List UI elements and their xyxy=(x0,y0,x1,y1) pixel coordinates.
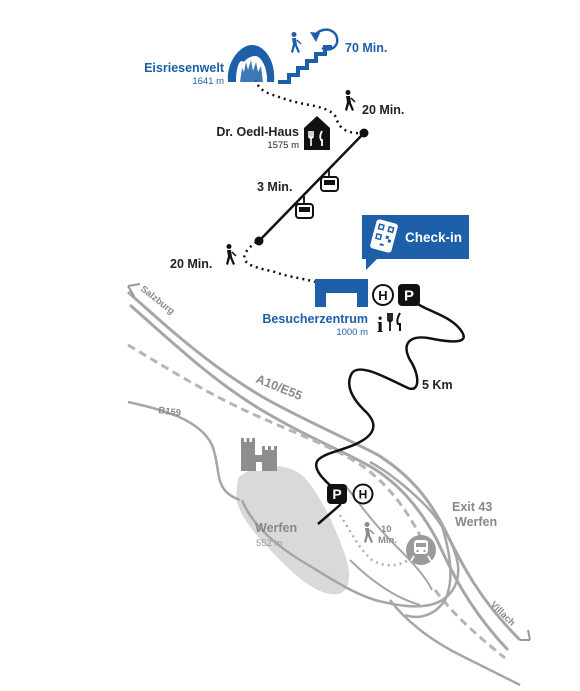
bus-stop-icon-lower: H xyxy=(352,483,374,505)
parking-letter-lower: P xyxy=(332,486,341,502)
parking-icon-lower: P xyxy=(327,484,347,504)
villach-arrow xyxy=(520,629,531,641)
cable-car-time: 3 Min. xyxy=(257,180,292,194)
werfen-elevation: 552 m xyxy=(256,538,282,549)
info-letter: i xyxy=(377,312,383,337)
parking-letter: P xyxy=(404,288,414,305)
salzburg-label: Salzburg xyxy=(138,284,177,317)
base-roads xyxy=(126,290,522,687)
eisriesenwelt-elevation: 1641 m xyxy=(192,76,224,87)
local-road-east xyxy=(389,599,521,687)
upper-walk-time: 20 Min. xyxy=(362,103,404,117)
werfen-name: Werfen xyxy=(255,521,297,535)
exit-label-line1: Exit 43 xyxy=(452,500,492,514)
werfen-town-area xyxy=(236,466,350,595)
cable-car-line xyxy=(258,132,365,242)
bus-stop-icon: H xyxy=(372,284,394,306)
oedl-haus-elevation: 1575 m xyxy=(267,140,299,151)
b159-label: B159 xyxy=(158,405,182,419)
lower-footpath xyxy=(243,239,317,284)
bus-letter-lower: H xyxy=(359,488,368,502)
cable-car-station-upper xyxy=(359,128,369,138)
lower-walk-time: 20 Min. xyxy=(170,257,212,271)
villach-label: Villach xyxy=(488,599,517,628)
hiker-icon xyxy=(345,90,356,111)
cable-car-station-lower xyxy=(254,236,264,246)
oedl-haus-name: Dr. Oedl-Haus xyxy=(216,125,299,139)
parking-icon: P xyxy=(398,284,420,306)
railway-south xyxy=(433,589,506,660)
besucherzentrum-name: Besucherzentrum xyxy=(262,312,368,326)
railway xyxy=(127,343,427,546)
station-walk-time-unit: Min. xyxy=(378,535,397,546)
salzburg-arrow xyxy=(127,283,141,297)
hiker-icon xyxy=(226,244,237,265)
road-distance-label: 5 Km xyxy=(422,378,453,392)
restaurant-icon xyxy=(304,116,330,150)
return-arrow-icon xyxy=(310,28,339,51)
cable-car-icon xyxy=(295,196,314,219)
exit-label-line2: Werfen xyxy=(455,515,497,529)
station-walkway xyxy=(338,514,409,567)
visitor-center-icon xyxy=(315,279,368,307)
cable-car-icon xyxy=(320,169,339,192)
stairs-icon xyxy=(278,45,332,84)
access-road xyxy=(314,298,465,525)
qr-phone-icon xyxy=(370,219,398,253)
restaurant-icon xyxy=(387,312,401,331)
checkin-badge[interactable]: Check-in xyxy=(362,215,469,270)
besucherzentrum-elevation: 1000 m xyxy=(336,327,368,338)
hiker-icon xyxy=(364,522,375,543)
station-walk-time-num: 10 xyxy=(381,524,392,535)
local-road-lower xyxy=(349,559,421,606)
local-road-west xyxy=(240,460,460,608)
cave-icon xyxy=(227,45,275,82)
stairs-time: 70 Min. xyxy=(345,41,387,55)
info-icon: i xyxy=(377,312,383,337)
eisriesenwelt-name: Eisriesenwelt xyxy=(144,61,225,75)
train-station-icon xyxy=(406,535,436,565)
motorway-outer xyxy=(126,290,522,642)
b159-road xyxy=(127,400,241,502)
upper-footpath xyxy=(254,79,365,135)
exit-road xyxy=(404,519,452,619)
checkin-label: Check-in xyxy=(405,230,462,245)
motorway-inner xyxy=(129,303,510,652)
hiker-icon xyxy=(291,32,302,53)
motorway-label: A10/E55 xyxy=(254,372,304,403)
castle-icon xyxy=(241,438,277,471)
bus-letter: H xyxy=(378,288,387,303)
